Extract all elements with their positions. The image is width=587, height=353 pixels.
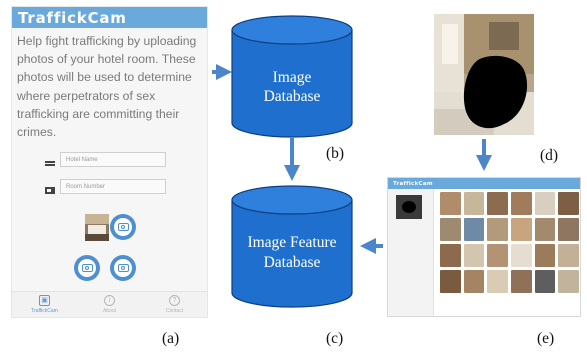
label-c: (c) <box>326 330 344 347</box>
nav-traffickcam[interactable]: ▣ TraffickCam <box>12 292 77 317</box>
result-image[interactable] <box>510 192 532 215</box>
result-image[interactable] <box>534 244 556 267</box>
search-results-screenshot: TraffickCam <box>387 177 581 317</box>
info-icon: i <box>104 295 115 306</box>
uploaded-room-photo[interactable] <box>85 214 109 241</box>
add-photo-button[interactable] <box>110 255 136 281</box>
add-photo-button[interactable] <box>74 255 100 281</box>
result-image[interactable] <box>510 244 532 267</box>
result-image[interactable] <box>558 192 579 215</box>
privacy-mask <box>463 55 528 129</box>
masked-query-photo <box>434 14 534 135</box>
result-image[interactable] <box>440 270 461 293</box>
query-thumbnail <box>396 195 422 219</box>
result-image[interactable] <box>463 218 485 241</box>
add-photo-button[interactable] <box>110 214 136 240</box>
result-image[interactable] <box>534 218 556 241</box>
nav-label: Contact <box>165 308 184 314</box>
label-d: (d) <box>540 147 559 164</box>
label-b: (b) <box>326 145 345 162</box>
result-image[interactable] <box>463 192 485 215</box>
feature-database-label-line1: Image Feature <box>247 234 336 251</box>
camera-icon <box>78 259 96 277</box>
room-number-placeholder: Room Number <box>66 183 106 190</box>
result-image[interactable] <box>534 270 556 293</box>
web-sidebar <box>388 189 434 316</box>
nav-label: TraffickCam <box>31 308 58 314</box>
nav-label: About <box>102 308 117 314</box>
label-a: (a) <box>162 330 180 347</box>
app-title: TraffickCam <box>18 8 127 27</box>
result-image[interactable] <box>487 270 508 293</box>
result-image[interactable] <box>440 244 461 267</box>
room-number-field[interactable]: Room Number <box>60 179 166 194</box>
result-image[interactable] <box>487 192 508 215</box>
image-database-label-line1: Image <box>273 69 312 86</box>
hotel-name-placeholder: Hotel Name <box>66 156 98 163</box>
result-image[interactable] <box>487 244 508 267</box>
image-database-cylinder: Image Database <box>231 15 353 138</box>
result-image[interactable] <box>487 218 508 241</box>
label-e: (e) <box>537 330 555 347</box>
result-image[interactable] <box>510 218 532 241</box>
result-image[interactable] <box>534 192 556 215</box>
result-image[interactable] <box>558 218 579 241</box>
nav-contact[interactable]: ? Contact <box>142 292 207 317</box>
result-image[interactable] <box>463 270 485 293</box>
app-intro-text: Help fight trafficking by uploading phot… <box>17 34 197 140</box>
bottom-nav: ▣ TraffickCam i About ? Contact <box>12 291 207 317</box>
camera-icon: ▣ <box>39 295 50 306</box>
result-image[interactable] <box>440 192 461 215</box>
web-title: TraffickCam <box>393 180 433 187</box>
result-image[interactable] <box>558 270 579 293</box>
result-image[interactable] <box>558 244 579 267</box>
bed-icon <box>45 159 55 167</box>
traffickcam-app-screenshot: TraffickCam Help fight trafficking by up… <box>11 6 208 318</box>
web-header: TraffickCam <box>388 178 580 189</box>
result-grid <box>440 192 579 293</box>
feature-database-label-line2: Database <box>264 254 321 271</box>
result-image[interactable] <box>463 244 485 267</box>
result-image[interactable] <box>440 218 461 241</box>
question-icon: ? <box>169 295 180 306</box>
result-image[interactable] <box>510 270 532 293</box>
nav-about[interactable]: i About <box>77 292 142 317</box>
app-header: TraffickCam <box>12 7 207 28</box>
room-icon <box>45 186 55 194</box>
camera-icon <box>114 259 132 277</box>
hotel-name-field[interactable]: Hotel Name <box>60 152 166 167</box>
image-feature-database-cylinder: Image Feature Database <box>231 185 353 308</box>
image-database-label-line2: Database <box>264 88 321 105</box>
camera-icon <box>114 218 132 236</box>
